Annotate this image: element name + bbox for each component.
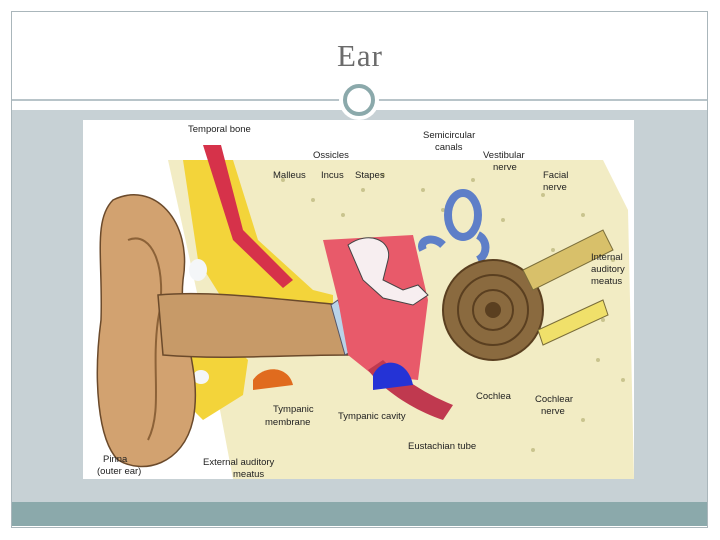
muscle-band: [203, 145, 293, 288]
label-incus: Incus: [321, 170, 344, 181]
label-eam-line1: External auditory: [203, 457, 275, 468]
label-vestibular-line2: nerve: [493, 162, 517, 173]
label-eam-line2: meatus: [233, 469, 264, 479]
slide-title: Ear: [336, 38, 384, 73]
label-facial-line1: Facial: [543, 170, 568, 181]
tympanic-cavity: [323, 235, 428, 380]
ossicles: [347, 237, 429, 306]
label-stapes: Stapes: [355, 170, 385, 181]
label-tympanic-membrane-line2: membrane: [265, 417, 310, 428]
label-pinna-line2: (outer ear): [97, 466, 141, 477]
pinna: [96, 194, 197, 468]
label-tympanic-cavity: Tympanic cavity: [338, 411, 406, 422]
label-cochlea: Cochlea: [476, 391, 512, 402]
semicircular-canals: [418, 189, 490, 264]
label-eustachian: Eustachian tube: [408, 441, 476, 452]
label-cochlear-nerve-line1: Cochlear: [535, 394, 573, 405]
label-internal-line2: auditory: [591, 264, 625, 275]
label-malleus: Malleus: [273, 170, 306, 181]
cochlear-nerve: [537, 299, 609, 346]
label-cochlear-nerve-line2: nerve: [541, 406, 565, 417]
cochlea: [442, 259, 544, 361]
label-facial-line2: nerve: [543, 182, 567, 193]
ear-anatomy-diagram: Temporal bone Ossicles Malleus Incus Sta…: [83, 120, 634, 479]
ear-illustration: Temporal bone Ossicles Malleus Incus Sta…: [96, 124, 634, 479]
label-semicircular-line1: Semicircular: [423, 130, 475, 141]
auditory-nerve: [522, 229, 614, 291]
ear-canal: [157, 292, 349, 358]
label-ossicles: Ossicles: [313, 150, 349, 161]
label-vestibular-line1: Vestibular: [483, 150, 525, 161]
label-internal-line3: meatus: [591, 276, 622, 287]
divider-circle-icon: [339, 80, 379, 120]
label-tympanic-membrane-line1: Tympanic: [273, 404, 314, 415]
label-temporal-bone: Temporal bone: [188, 124, 251, 135]
fatty-tissue-lower: [183, 345, 248, 420]
label-semicircular-line2: canals: [435, 142, 463, 153]
blue-structure: [373, 362, 413, 390]
bone-speckles: [281, 173, 625, 452]
label-internal-line1: Internal: [591, 252, 623, 263]
orange-structure: [253, 369, 293, 390]
footer-band: [12, 502, 707, 526]
label-pinna-line1: Pinna: [103, 454, 128, 465]
slide-frame: [11, 11, 708, 528]
